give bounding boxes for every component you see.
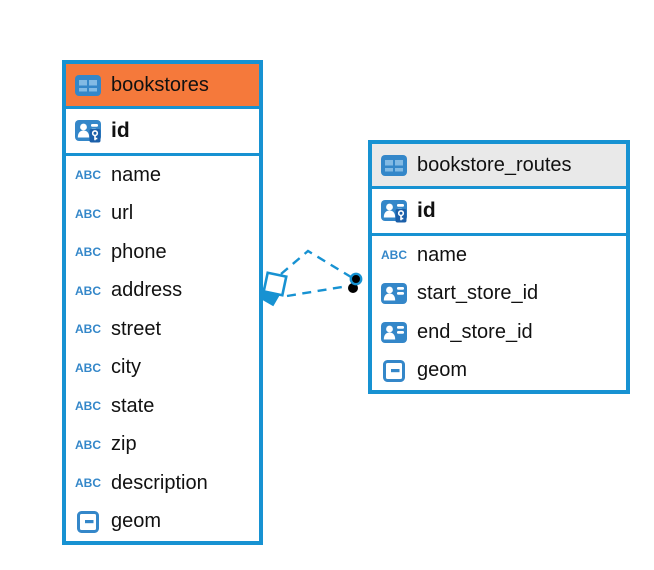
table-row[interactable]: ABC phone — [66, 233, 259, 272]
column-name: geom — [111, 510, 162, 533]
table-icon — [380, 154, 408, 176]
text-type-icon: ABC — [75, 399, 101, 414]
table-title: bookstores — [111, 73, 209, 96]
column-name: description — [111, 471, 208, 494]
table-title: bookstore_routes — [417, 153, 572, 176]
text-type-icon: ABC — [75, 206, 101, 221]
text-type-icon: ABC — [75, 168, 101, 183]
table-row[interactable]: ABC street — [66, 310, 259, 349]
table-row[interactable]: geom — [372, 351, 626, 390]
column-name: end_store_id — [417, 320, 533, 343]
table-row[interactable]: id — [66, 109, 259, 156]
table-row[interactable]: ABC city — [66, 348, 259, 387]
column-name: id — [111, 119, 130, 142]
relationship-line-lower[interactable] — [286, 284, 349, 298]
text-type-icon: ABC — [75, 283, 101, 298]
text-type-icon: ABC — [75, 322, 101, 337]
primary-key-icon — [380, 199, 408, 223]
many-end-squares-icon[interactable] — [257, 271, 288, 307]
column-name: url — [111, 202, 134, 225]
column-name: address — [111, 279, 183, 302]
table-row[interactable]: ABC description — [66, 464, 259, 503]
foreign-key-icon — [380, 283, 408, 305]
table-bookstore-routes-header[interactable]: bookstore_routes — [372, 144, 626, 189]
primary-key-icon — [74, 119, 102, 143]
text-type-icon: ABC — [75, 437, 101, 452]
foreign-key-icon — [380, 321, 408, 343]
text-type-icon: ABC — [75, 245, 101, 260]
column-name: phone — [111, 240, 167, 263]
table-row[interactable]: geom — [66, 502, 259, 541]
table-icon — [74, 74, 102, 96]
geometry-type-icon — [380, 359, 408, 382]
column-name: city — [111, 356, 141, 379]
table-bookstore-routes[interactable]: bookstore_routes id ABC name — [368, 140, 630, 394]
table-row[interactable]: end_store_id — [372, 313, 626, 352]
text-type-icon: ABC — [381, 248, 407, 263]
table-row[interactable]: ABC name — [372, 236, 626, 275]
table-row[interactable]: ABC name — [66, 156, 259, 195]
one-end-dots-icon[interactable] — [348, 272, 363, 293]
table-bookstores[interactable]: bookstores id ABC name ABC url ABC phone — [62, 60, 263, 545]
table-row[interactable]: start_store_id — [372, 274, 626, 313]
text-type-icon: ABC — [75, 360, 101, 375]
relationship-line-upper[interactable] — [280, 249, 352, 279]
table-row[interactable]: ABC url — [66, 194, 259, 233]
table-bookstores-header[interactable]: bookstores — [66, 64, 259, 109]
column-name: zip — [111, 433, 137, 456]
column-name: id — [417, 199, 436, 222]
column-name: start_store_id — [417, 282, 539, 305]
column-name: geom — [417, 359, 468, 382]
geometry-type-icon — [74, 510, 102, 533]
table-row[interactable]: ABC zip — [66, 425, 259, 464]
column-name: name — [111, 163, 162, 186]
column-name: state — [111, 394, 155, 417]
table-row[interactable]: id — [372, 189, 626, 236]
table-row[interactable]: ABC state — [66, 387, 259, 426]
text-type-icon: ABC — [75, 476, 101, 491]
column-name: street — [111, 317, 162, 340]
column-name: name — [417, 243, 468, 266]
table-row[interactable]: ABC address — [66, 271, 259, 310]
